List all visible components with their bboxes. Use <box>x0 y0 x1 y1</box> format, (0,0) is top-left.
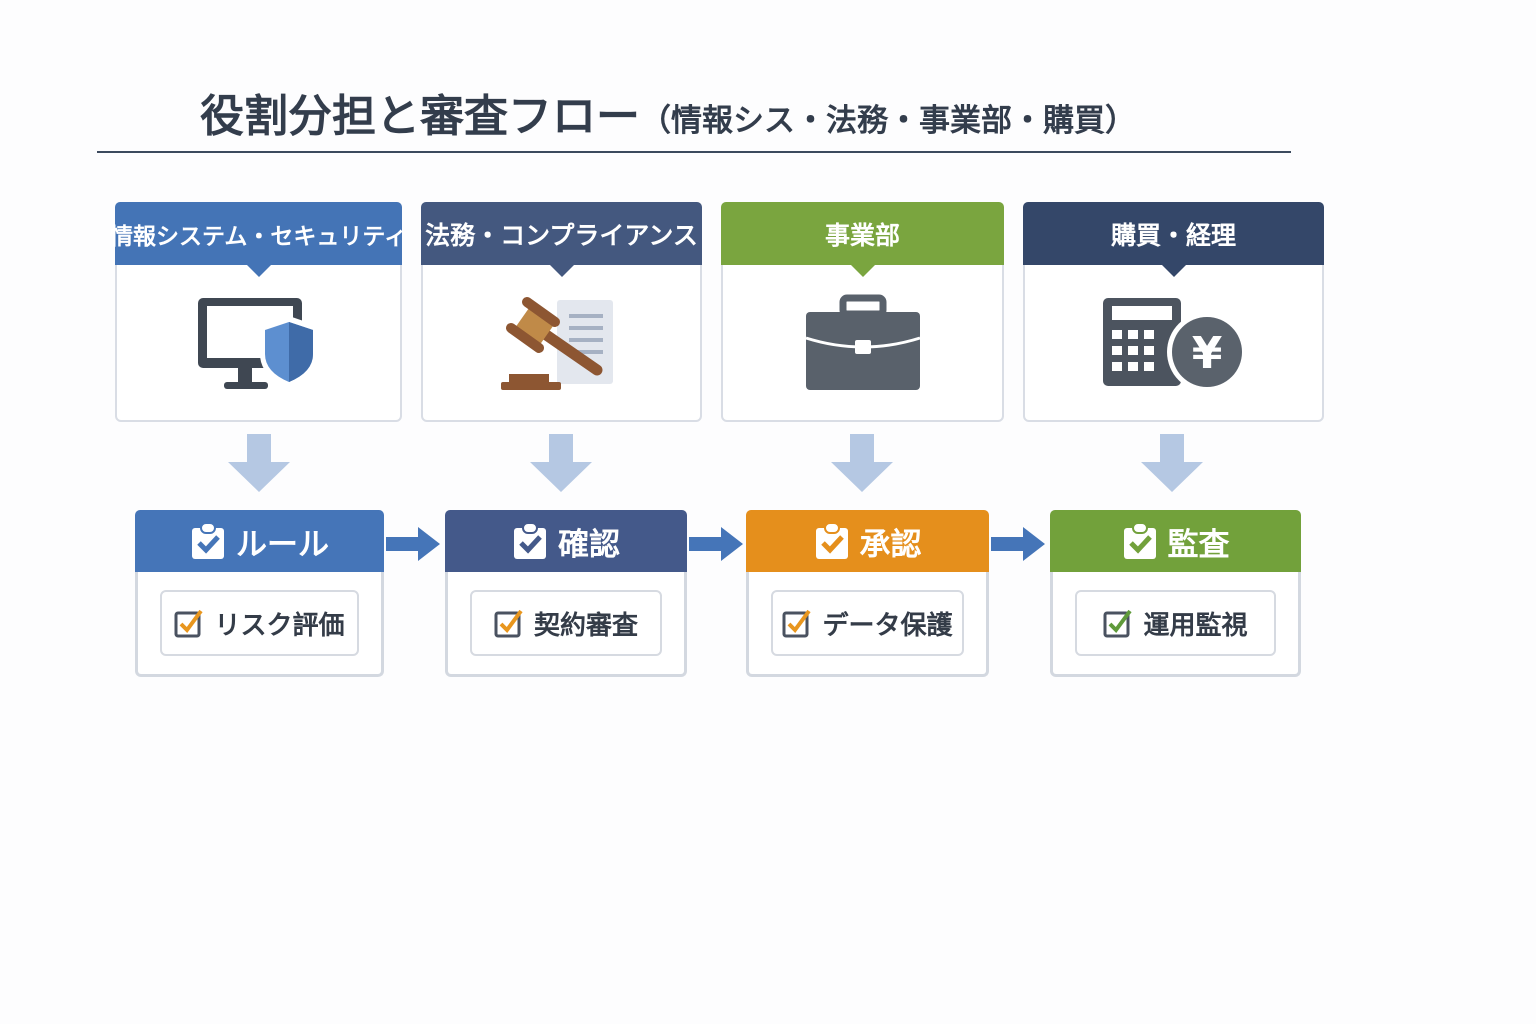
calculator-yen-icon: ¥ <box>1025 294 1322 394</box>
step-item: データ保護 <box>771 590 964 656</box>
step-item-label: データ保護 <box>822 610 953 641</box>
title-divider <box>97 151 1291 153</box>
title-sub: （情報シス・法務・事業部・購買） <box>640 103 1136 139</box>
step-label: 承認 <box>859 526 922 563</box>
checkbox-checked-icon <box>494 609 523 638</box>
down-arrow-icon <box>1141 434 1203 492</box>
gavel-document-icon <box>423 294 700 394</box>
role-header: 法務・コンプライアンス <box>421 202 702 277</box>
step-item-label: 運用監視 <box>1143 610 1248 641</box>
step-card-audit: 監査 運用監視 <box>1050 510 1301 677</box>
clipboard-check-icon <box>1123 522 1156 559</box>
step-item: 契約審査 <box>470 590 662 656</box>
step-card-rule: ルール リスク評価 <box>135 510 384 677</box>
page-title: 役割分担と審査フロー（情報シス・法務・事業部・購買） <box>200 80 1136 144</box>
checkbox-checked-icon <box>174 609 204 638</box>
right-arrow-icon <box>386 527 440 561</box>
monitor-shield-icon <box>117 294 400 394</box>
right-arrow-icon <box>991 527 1045 561</box>
step-header: 確認 <box>445 510 687 572</box>
svg-text:¥: ¥ <box>1191 328 1222 379</box>
role-card-legal: 法務・コンプライアンス <box>421 202 702 422</box>
role-card-it-security: 情報システム・セキュリティ <box>110 202 407 422</box>
clipboard-check-icon <box>514 522 546 559</box>
briefcase-icon <box>723 294 1002 394</box>
clipboard-check-icon <box>815 522 848 559</box>
step-card-confirm: 確認 契約審査 <box>445 510 687 677</box>
down-arrow-icon <box>831 434 893 492</box>
role-header: 事業部 <box>721 202 1004 277</box>
title-main: 役割分担と審査フロー <box>200 91 640 142</box>
role-card-purchasing: 購買・経理 ¥ <box>1023 202 1324 422</box>
step-item-label: 契約審査 <box>533 610 638 641</box>
role-header: 購買・経理 <box>1023 202 1324 277</box>
step-item: リスク評価 <box>160 590 359 656</box>
role-header: 情報システム・セキュリティ <box>110 202 407 277</box>
step-header: 監査 <box>1050 510 1301 572</box>
step-label: 監査 <box>1167 526 1230 563</box>
step-header: ルール <box>135 510 384 572</box>
step-item-label: リスク評価 <box>214 610 345 641</box>
checkbox-checked-icon <box>782 609 812 638</box>
checkbox-checked-icon <box>1103 609 1133 638</box>
role-card-business: 事業部 <box>721 202 1004 422</box>
step-card-approve: 承認 データ保護 <box>746 510 989 677</box>
step-item: 運用監視 <box>1075 590 1276 656</box>
down-arrow-icon <box>530 434 592 492</box>
step-label: ルール <box>236 526 329 563</box>
clipboard-check-icon <box>192 522 224 559</box>
right-arrow-icon <box>689 527 743 561</box>
step-label: 確認 <box>558 526 620 563</box>
down-arrow-icon <box>228 434 290 492</box>
step-header: 承認 <box>746 510 989 572</box>
